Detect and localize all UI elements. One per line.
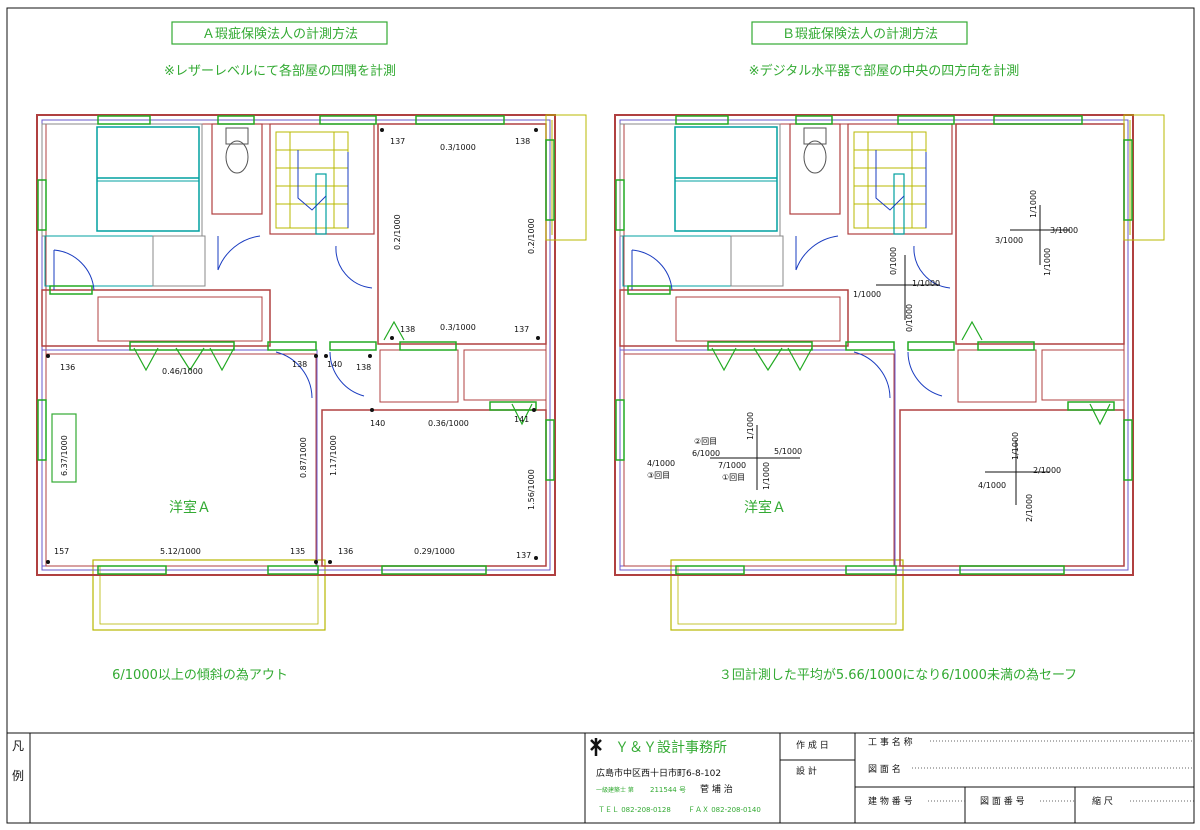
license-number: 211544 号 bbox=[650, 786, 686, 794]
point-value: 141 bbox=[514, 415, 529, 424]
point-value: 136 bbox=[60, 363, 75, 372]
left-heading: Ａ瑕疵保険法人の計測方法 bbox=[202, 26, 358, 42]
right-plan bbox=[614, 114, 1165, 631]
trial-label: ①回目 bbox=[722, 473, 745, 482]
title-block: 凡 例 Ｙ＆Ｙ設計事務所 広島市中区西十日市町6-8-102 一級建築士 第 2… bbox=[6, 732, 1195, 824]
design-label: 設 計 bbox=[796, 765, 817, 777]
left-subheading: ※レザーレベルにて各部屋の四隅を計測 bbox=[164, 63, 396, 79]
slope-value: 1.56/1000 bbox=[527, 469, 536, 510]
trial-label: ②回目 bbox=[694, 437, 717, 446]
slope-value: 0.29/1000 bbox=[414, 547, 455, 556]
left-room-label: 洋室Ａ bbox=[169, 499, 211, 516]
reading-value: 1/1000 bbox=[853, 290, 881, 299]
legend-label: 凡 bbox=[12, 739, 24, 753]
reading-value: 1/1000 bbox=[912, 279, 940, 288]
trial-value: 6/1000 bbox=[692, 449, 720, 458]
reading-value: 2/1000 bbox=[1025, 494, 1034, 522]
company-name: Ｙ＆Ｙ設計事務所 bbox=[615, 740, 727, 756]
drawing-name-label: 図 面 名 bbox=[868, 763, 901, 775]
company-address: 広島市中区西十日市町6-8-102 bbox=[596, 767, 721, 779]
slope-value: 5.12/1000 bbox=[160, 547, 201, 556]
right-conclusion: ３回計測した平均が5.66/1000になり6/1000未満の為セーフ bbox=[719, 667, 1077, 683]
reading-value: 4/1000 bbox=[978, 481, 1006, 490]
reading-value: 5/1000 bbox=[774, 447, 802, 456]
point-value: 138 bbox=[515, 137, 530, 146]
point-value: 157 bbox=[54, 547, 69, 556]
left-conclusion: 6/1000以上の傾斜の為アウト bbox=[112, 667, 288, 683]
point-value: 138 bbox=[356, 363, 371, 372]
reading-value: 1/1000 bbox=[1011, 432, 1020, 460]
reading-value: 3/1000 bbox=[1050, 226, 1078, 235]
scale-label: 縮 尺 bbox=[1092, 795, 1113, 807]
reading-value: 0/1000 bbox=[905, 304, 914, 332]
project-name-label: 工 事 名 称 bbox=[868, 736, 913, 748]
drawing-no-label: 図 面 番 号 bbox=[980, 795, 1025, 807]
slope-value: 0.3/1000 bbox=[440, 143, 476, 152]
point-value: 137 bbox=[516, 551, 531, 560]
architect-name: 菅 埔 治 bbox=[700, 783, 733, 795]
reading-value: 1/1000 bbox=[746, 412, 755, 440]
point-value: 137 bbox=[390, 137, 405, 146]
point-value: 138 bbox=[400, 325, 415, 334]
reading-value: 7/1000 bbox=[718, 461, 746, 470]
point-value: 137 bbox=[514, 325, 529, 334]
point-value: 135 bbox=[290, 547, 305, 556]
slope-value: 0.36/1000 bbox=[428, 419, 469, 428]
point-value: 138 bbox=[292, 360, 307, 369]
slope-value: 0.46/1000 bbox=[162, 367, 203, 376]
slope-value: 0.2/1000 bbox=[527, 218, 536, 254]
slope-value: 0.2/1000 bbox=[393, 214, 402, 250]
reading-value: 1/1000 bbox=[1043, 248, 1052, 276]
point-value: 140 bbox=[370, 419, 385, 428]
reading-value: 0/1000 bbox=[889, 247, 898, 275]
tel-number: ＴＥＬ 082-208-0128 bbox=[598, 806, 671, 814]
left-annotations: Ａ瑕疵保険法人の計測方法 ※レザーレベルにて各部屋の四隅を計測 洋室Ａ 6/10… bbox=[54, 21, 536, 683]
reading-value: 1/1000 bbox=[1029, 190, 1038, 218]
slope-value: 0.3/1000 bbox=[440, 323, 476, 332]
slope-value: 0.87/1000 bbox=[299, 437, 308, 478]
legend-label: 例 bbox=[12, 769, 24, 783]
reading-value: 3/1000 bbox=[995, 236, 1023, 245]
building-no-label: 建 物 番 号 bbox=[868, 795, 913, 807]
reading-value: 1/1000 bbox=[762, 462, 771, 490]
point-value: 136 bbox=[338, 547, 353, 556]
left-plan bbox=[36, 114, 587, 631]
right-room-label: 洋室Ａ bbox=[744, 499, 786, 516]
right-annotations: Ｂ瑕疵保険法人の計測方法 ※デジタル水平器で部屋の中央の四方向を計測 洋室Ａ ３… bbox=[647, 21, 1078, 683]
made-date-label: 作 成 日 bbox=[796, 739, 829, 751]
trial-label: ③回目 bbox=[647, 471, 670, 480]
reading-value: 2/1000 bbox=[1033, 466, 1061, 475]
fax-number: ＦＡＸ 082-208-0140 bbox=[688, 806, 761, 814]
trial-value: 4/1000 bbox=[647, 459, 675, 468]
right-heading: Ｂ瑕疵保険法人の計測方法 bbox=[782, 26, 938, 42]
license-label: 一級建築士 第 bbox=[596, 786, 634, 794]
slope-value: 6.37/1000 bbox=[60, 435, 69, 476]
right-subheading: ※デジタル水平器で部屋の中央の四方向を計測 bbox=[749, 63, 1020, 79]
point-value: 140 bbox=[327, 360, 342, 369]
slope-value: 1.17/1000 bbox=[329, 435, 338, 476]
